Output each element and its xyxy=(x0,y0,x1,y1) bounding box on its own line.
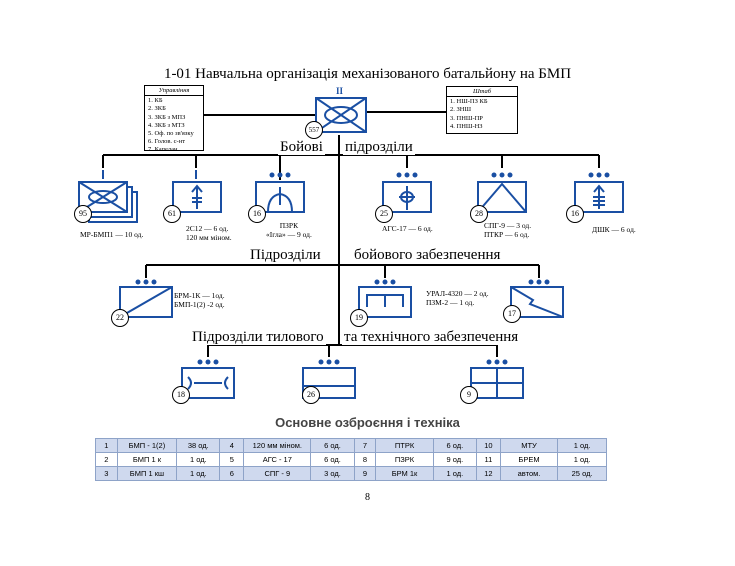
table-cell: 9 од. xyxy=(432,452,478,467)
legend-item: 2. ЗКБ xyxy=(148,105,166,113)
unit-number: 22 xyxy=(111,309,129,327)
unit-ags-symbol xyxy=(382,181,432,213)
unit-number: 28 xyxy=(470,205,488,223)
unit-label: ДШК — 6 од. xyxy=(592,225,636,234)
section-combat-right: підрозділи xyxy=(343,139,415,155)
unit-label: УРАЛ-4320 — 2 од. ПЗМ-2 — 1 од. xyxy=(426,289,489,307)
unit-number: 16 xyxy=(566,205,584,223)
table-cell: 6 од. xyxy=(432,438,478,453)
table-row: 1 БМП - 1(2) 38 од. 4 120 мм міном. 6 од… xyxy=(95,438,607,453)
section-logistics-left: Підрозділи тилового xyxy=(190,329,326,345)
table-cell: БМП 1 к xyxy=(116,452,178,467)
section-support-left: Підрозділи xyxy=(248,247,323,263)
table-cell: 1 од. xyxy=(557,452,607,467)
table-cell: 11 xyxy=(476,452,501,467)
legend-item: 3. ПНШ-ПР xyxy=(450,114,483,122)
hq-number: 557 xyxy=(305,121,323,139)
table-row: 2 БМП 1 к 1 од. 5 АГС - 17 6 од. 8 ПЗРК … xyxy=(95,452,607,467)
legend-item: 4. ЗКБ з МТЗ xyxy=(148,121,185,129)
page-title: 1-01 Навчальна організація механізованог… xyxy=(163,66,572,82)
table-cell: 5 xyxy=(219,452,245,467)
table-cell: 1 од. xyxy=(557,438,607,453)
weapons-table: 1 БМП - 1(2) 38 од. 4 120 мм міном. 6 од… xyxy=(95,438,607,481)
legend-item: 1. КБ xyxy=(148,97,163,105)
table-cell: СПГ - 9 xyxy=(243,466,312,481)
table-cell: 8 xyxy=(353,452,377,467)
unit-label: СПГ-9 — 3 од. ПТКР — 6 од. xyxy=(484,221,532,239)
unit-supply-symbol xyxy=(470,367,524,399)
table-cell: 9 xyxy=(353,466,377,481)
unit-label: АГС-17 — 6 од. xyxy=(382,224,433,233)
unit-manpads-symbol xyxy=(255,181,305,213)
table-cell: 3 xyxy=(95,466,118,481)
page-number: 8 xyxy=(365,492,370,503)
unit-dshk-symbol xyxy=(574,181,624,213)
weapons-table-title: Основне озброєння і техніка xyxy=(275,415,460,430)
unit-label: 2С12 — 6 од. 120 мм міном. xyxy=(186,224,232,242)
table-cell: 4 xyxy=(219,438,245,453)
table-cell: ПЗРК xyxy=(375,452,434,467)
table-cell: 7 xyxy=(353,438,377,453)
legend-item: 2. ЗНШ xyxy=(450,106,472,114)
table-cell: 3 од. xyxy=(310,466,355,481)
unit-spg-symbol xyxy=(477,181,527,213)
table-cell: 1 xyxy=(95,438,118,453)
unit-number: 17 xyxy=(503,305,521,323)
legend-management-header: Управління xyxy=(145,87,203,97)
table-cell: 6 од. xyxy=(310,438,355,453)
unit-label: БРМ-1К — 1од. БМП-1(2) -2 од. xyxy=(174,291,225,309)
unit-engineer-symbol xyxy=(358,286,412,318)
unit-mortar-symbol xyxy=(172,181,222,213)
unit-number: 16 xyxy=(248,205,266,223)
legend-item: 1. НШ-ПЗ КБ xyxy=(450,98,488,106)
unit-number: 18 xyxy=(172,386,190,404)
unit-recon-symbol xyxy=(119,286,173,318)
unit-signal-symbol xyxy=(510,286,564,318)
legend-management: Управління 1. КБ 2. ЗКБ 3. ЗКБ з МПЗ 4. … xyxy=(144,85,204,154)
section-logistics-right: та технічного забезпечення xyxy=(342,329,521,345)
table-cell: 6 од. xyxy=(310,452,355,467)
unit-number: 19 xyxy=(350,309,368,327)
table-cell: 2 xyxy=(95,452,118,467)
section-combat-left: Бойові xyxy=(278,139,325,155)
unit-number: 26 xyxy=(302,386,320,404)
hq-echelon: II xyxy=(336,86,344,96)
table-cell: БМП 1 кш xyxy=(116,466,178,481)
legend-item: 7. Капелан xyxy=(148,146,178,154)
table-cell: 6 xyxy=(219,466,245,481)
unit-number: 9 xyxy=(460,386,478,404)
table-cell: БМП - 1(2) xyxy=(116,438,178,453)
legend-item: 3. ЗКБ з МПЗ xyxy=(148,113,186,121)
unit-label: ПЗРК «Ігла» — 9 од. xyxy=(266,221,312,239)
unit-number: 61 xyxy=(163,205,181,223)
legend-item: 4. ПНШ-НЗ xyxy=(450,122,483,130)
table-cell: 1 од. xyxy=(176,466,221,481)
table-cell: БРМ 1к xyxy=(375,466,434,481)
table-cell: 1 од. xyxy=(432,466,478,481)
legend-staff-header: Штаб xyxy=(447,88,517,98)
table-cell: 38 од. xyxy=(176,438,221,453)
table-cell: 12 xyxy=(476,466,501,481)
table-cell: БРЕМ xyxy=(499,452,559,467)
table-cell: АГС - 17 xyxy=(243,452,312,467)
legend-item: 5. Оф. по зв'язку xyxy=(148,130,194,138)
unit-label: МР-БМП1 — 10 од. xyxy=(80,230,144,239)
legend-item: 6. Голов. с-нт xyxy=(148,138,186,146)
legend-staff: Штаб 1. НШ-ПЗ КБ 2. ЗНШ 3. ПНШ-ПР 4. ПНШ… xyxy=(446,86,518,134)
table-cell: 1 од. xyxy=(176,452,221,467)
table-row: 3 БМП 1 кш 1 од. 6 СПГ - 9 3 од. 9 БРМ 1… xyxy=(95,466,607,481)
table-cell: 120 мм міном. xyxy=(243,438,312,453)
unit-number: 95 xyxy=(74,205,92,223)
org-chart xyxy=(78,97,624,399)
table-cell: ПТРК xyxy=(375,438,434,453)
table-cell: автом. xyxy=(499,466,559,481)
table-cell: 10 xyxy=(476,438,501,453)
unit-medical-symbol xyxy=(181,367,235,399)
table-cell: 25 од. xyxy=(557,466,607,481)
hq-symbol xyxy=(315,97,367,133)
unit-number: 25 xyxy=(375,205,393,223)
section-support-right: бойового забезпечення xyxy=(352,247,503,263)
table-cell: МТУ xyxy=(499,438,559,453)
